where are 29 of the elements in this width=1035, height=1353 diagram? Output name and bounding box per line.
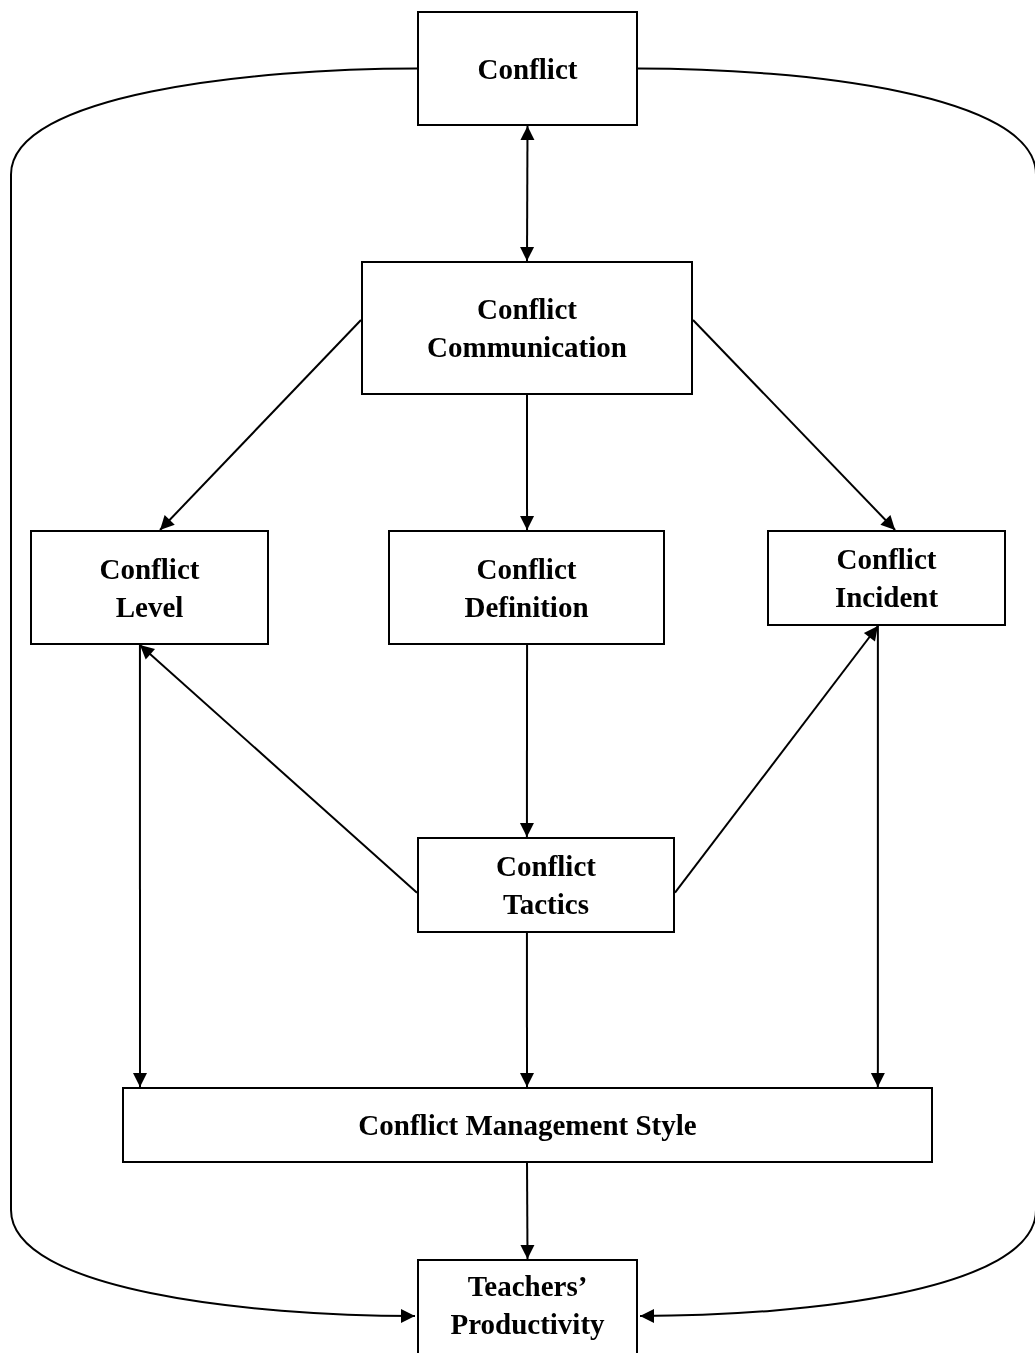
process-box xyxy=(767,530,1006,626)
box-label: Conflict Level xyxy=(98,551,201,625)
box-label: Conflict Definition xyxy=(463,551,590,625)
box-label: Conflict xyxy=(477,51,578,87)
arrow xyxy=(520,1162,535,1260)
process-box xyxy=(417,1259,638,1353)
box-label: Teachers’ Productivity xyxy=(449,1269,606,1342)
arrow xyxy=(870,625,885,1088)
process-box xyxy=(417,11,638,126)
arrow xyxy=(10,67,418,1323)
process-box xyxy=(30,530,269,645)
process-box xyxy=(361,261,693,395)
arrow xyxy=(520,932,534,1088)
arrow xyxy=(692,318,897,531)
box-label: Conflict Communication xyxy=(427,292,627,365)
arrow xyxy=(637,67,1035,1323)
arrow xyxy=(520,125,535,262)
arrow xyxy=(519,644,534,838)
box-label: Conflict Incident xyxy=(833,542,940,615)
box-label: Conflict Tactics xyxy=(495,849,597,922)
arrow xyxy=(520,394,535,531)
arrow xyxy=(138,644,418,894)
box-label: Conflict Management Style xyxy=(358,1108,697,1143)
arrow xyxy=(674,625,879,894)
process-box xyxy=(122,1087,933,1163)
process-box xyxy=(388,530,665,645)
arrow xyxy=(133,644,147,1088)
process-box xyxy=(417,837,675,933)
arrow xyxy=(159,318,362,531)
